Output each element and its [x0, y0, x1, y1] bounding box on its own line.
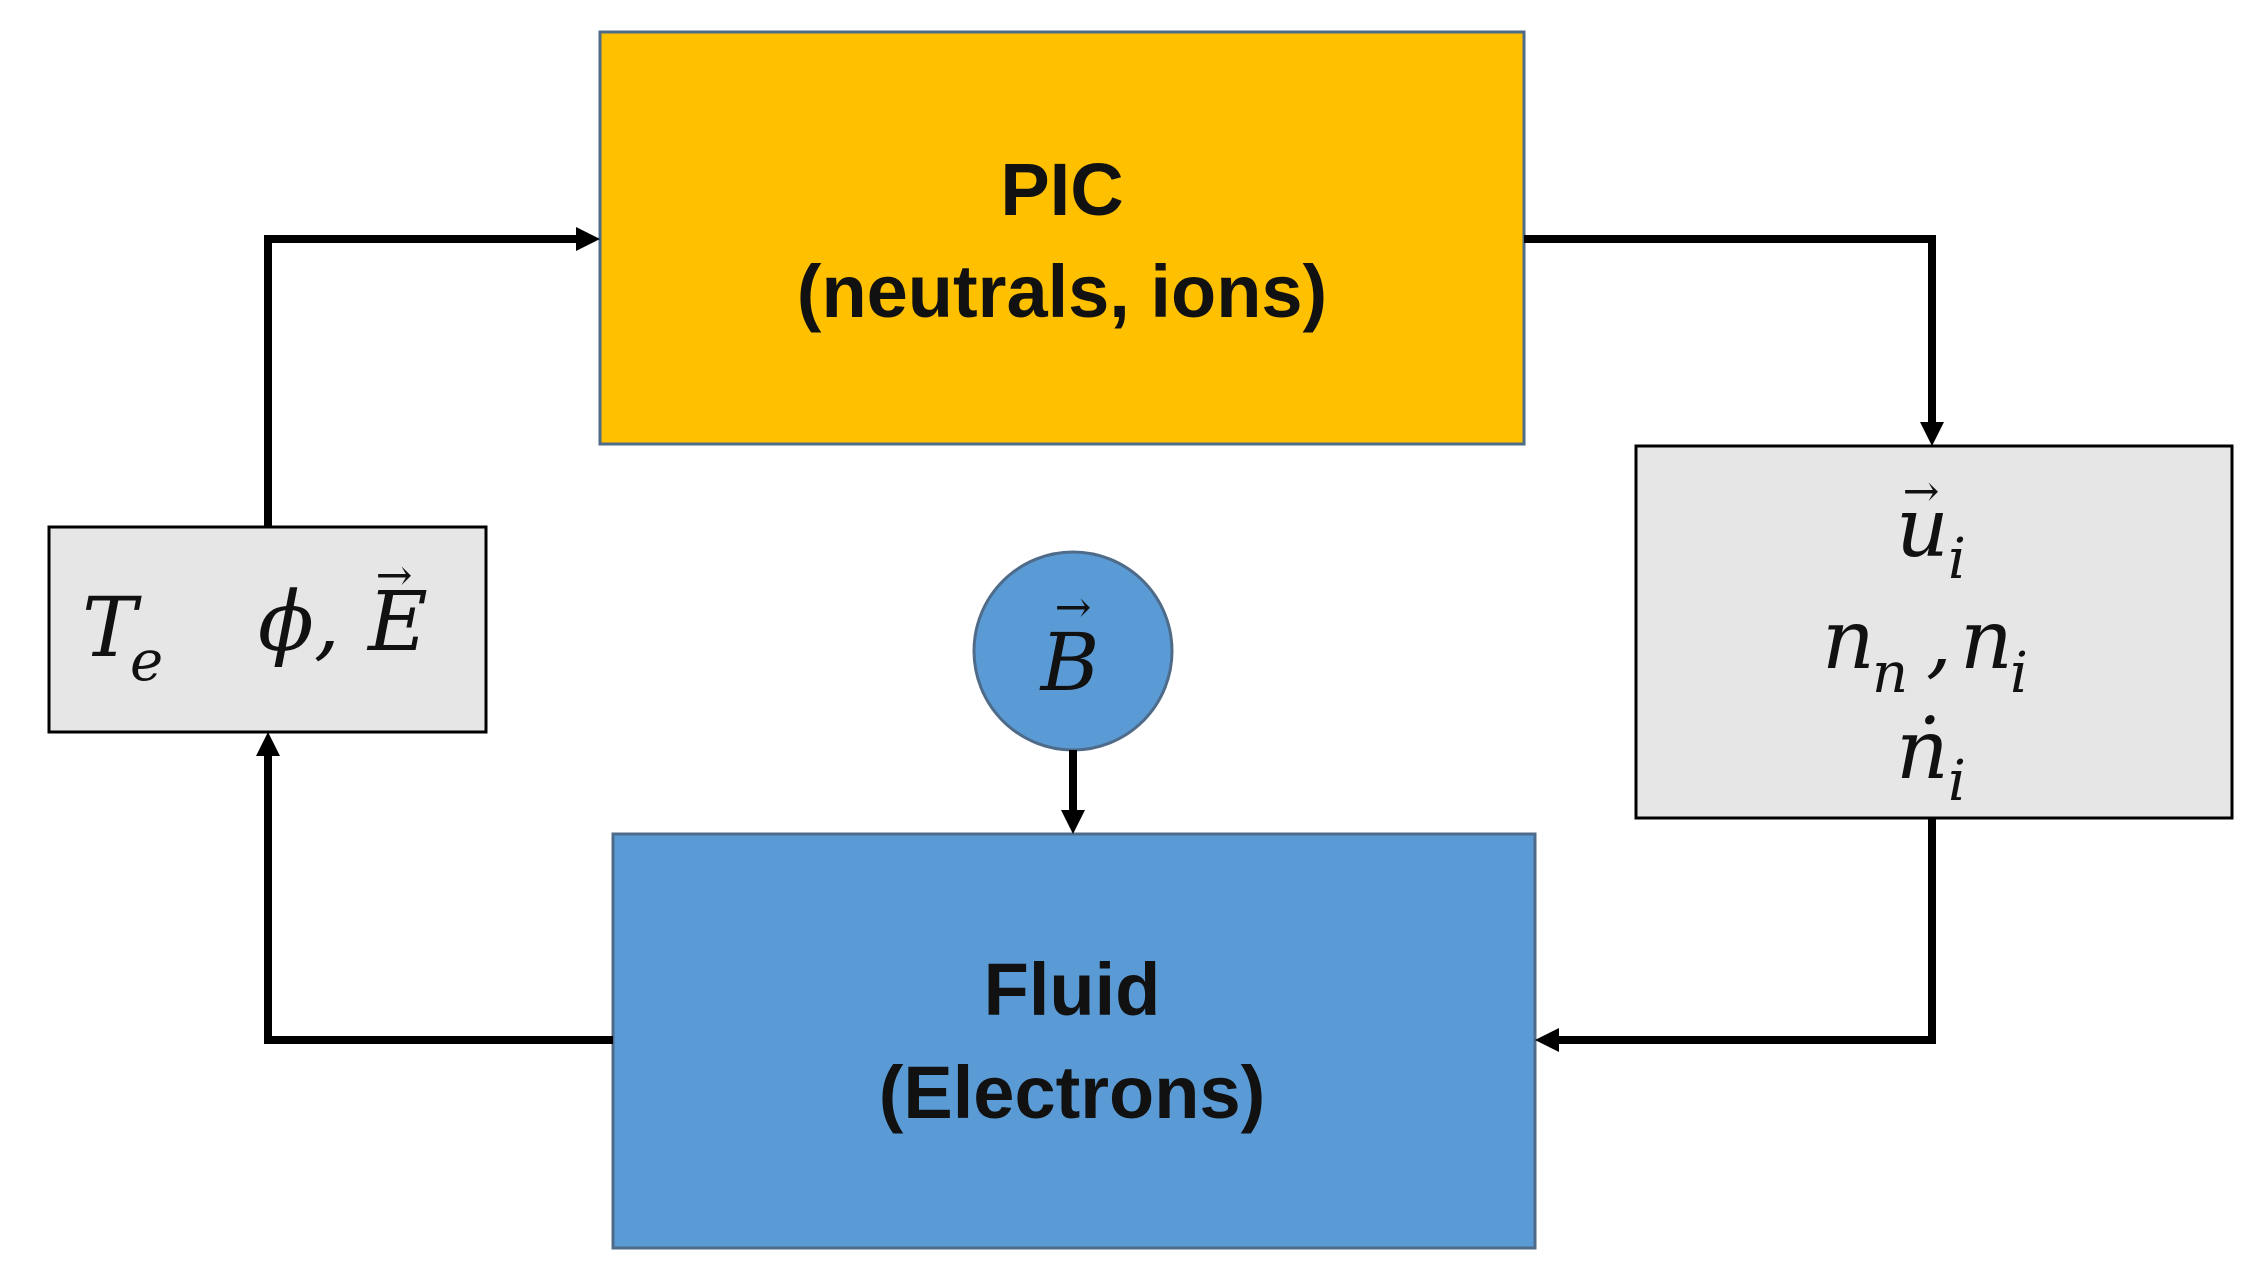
fluid-subtitle: (Electrons) — [879, 1051, 1266, 1134]
arrow-fluid-outputs-to-pic — [264, 235, 578, 527]
potential-symbol: ϕ, — [258, 575, 340, 670]
pic-outputs-block: → u i n n , n i ṅ i — [1634, 444, 2234, 820]
ion-velocity-subscript: i — [1948, 527, 1966, 592]
arrows — [256, 227, 1944, 1052]
neutral-density-symbol: n — [1822, 593, 1875, 688]
pic-block: PIC (neutrals, ions) — [598, 30, 1526, 446]
fluid-block: Fluid (Electrons) — [611, 832, 1537, 1250]
pic-outputs-box — [1634, 444, 2234, 820]
arrowhead-into-fluid-outputs — [256, 732, 280, 756]
pic-title: PIC — [1000, 148, 1123, 231]
magnetic-field-vector-mark: → — [1055, 582, 1092, 633]
ion-velocity-symbol: u — [1896, 481, 1949, 576]
arrowhead-into-fluid-right — [1535, 1028, 1559, 1052]
electric-field-vector-mark: → — [376, 550, 413, 601]
ion-density-subscript: i — [2010, 641, 2028, 706]
pic-box — [598, 30, 1526, 446]
electron-temperature-symbol: T — [82, 581, 142, 676]
ion-density-symbol: n — [1960, 593, 2013, 688]
density-separator: , — [1926, 593, 1952, 688]
arrowhead-into-fluid-top — [1061, 810, 1085, 834]
arrow-pic-to-pic-outputs — [1524, 235, 1936, 424]
ionization-rate-subscript: i — [1948, 749, 1966, 814]
magnetic-field-symbol: B — [1039, 616, 1100, 709]
arrow-fluid-to-fluid-outputs — [264, 754, 613, 1044]
fluid-title: Fluid — [984, 948, 1161, 1031]
ionization-rate-symbol: ṅ — [1896, 703, 1949, 798]
fluid-box — [611, 832, 1537, 1250]
pic-subtitle: (neutrals, ions) — [797, 250, 1327, 333]
fluid-outputs-block: T e ϕ, → E — [47, 525, 488, 734]
arrowhead-into-pic-outputs — [1920, 422, 1944, 446]
magnetic-field-node: → B — [972, 550, 1174, 752]
fluid-outputs-box — [47, 525, 488, 734]
neutral-density-subscript: n — [1872, 641, 1908, 706]
electron-temperature-subscript: e — [130, 629, 163, 694]
ion-velocity-vector-mark: → — [1903, 466, 1940, 517]
arrowhead-into-pic — [576, 227, 600, 251]
arrow-pic-outputs-to-fluid — [1557, 818, 1936, 1044]
electric-field-symbol: E — [366, 575, 428, 670]
